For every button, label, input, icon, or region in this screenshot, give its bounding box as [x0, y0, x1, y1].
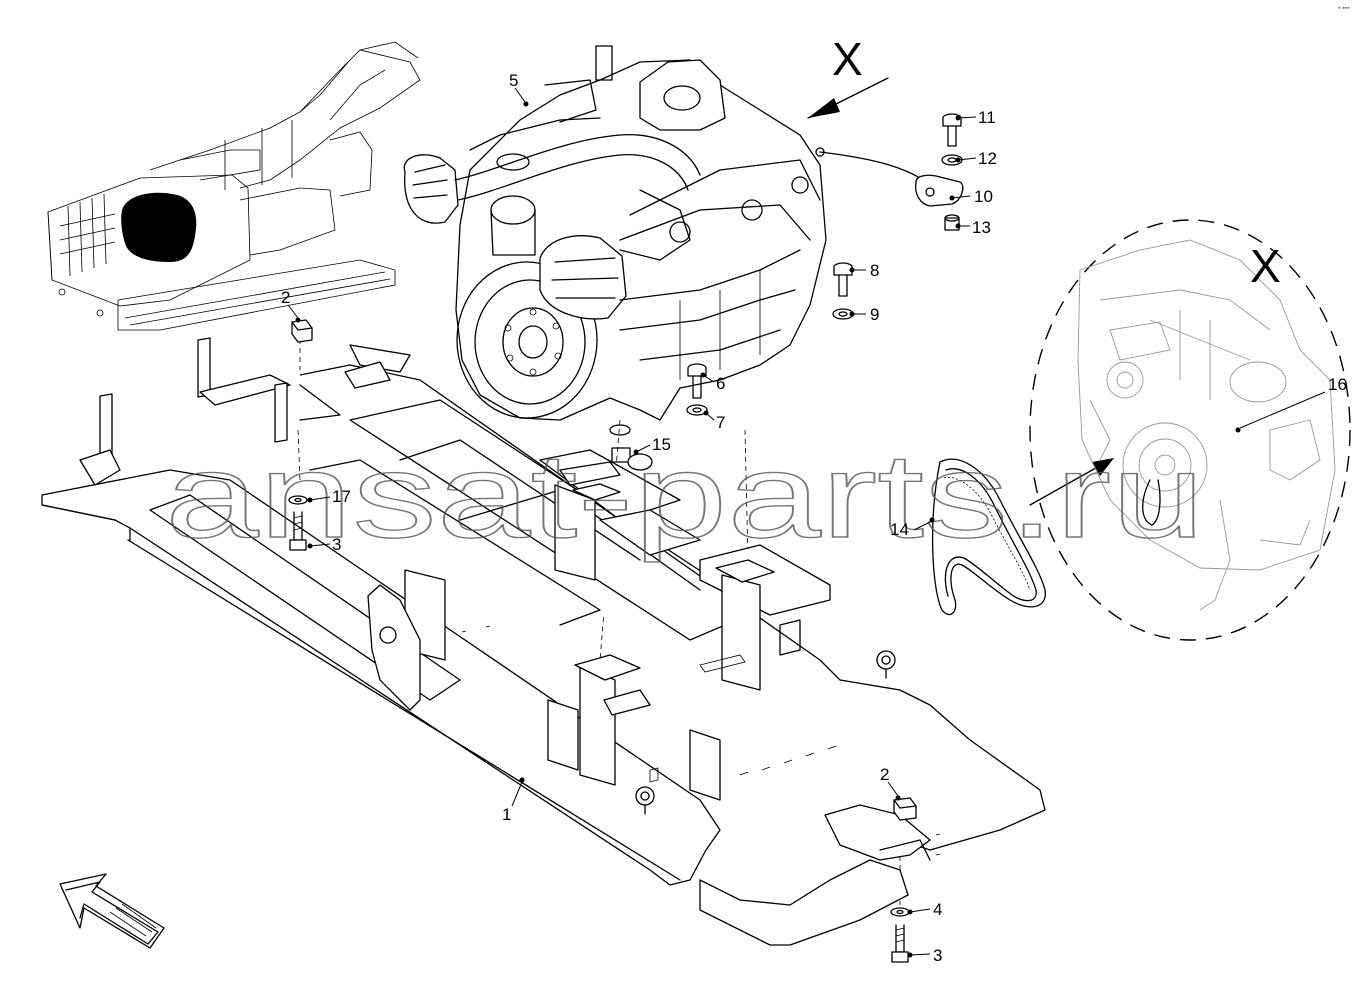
machine-overview-icon [47, 41, 421, 331]
callout-1: 1 [502, 805, 511, 824]
rubber-mount-2b-icon [893, 797, 917, 821]
view-arrow-head-icon [808, 98, 840, 118]
callout-16: 16 [1328, 375, 1347, 394]
callout-17: 17 [332, 487, 351, 506]
callout-13: 13 [972, 218, 991, 237]
washer-7-icon [686, 404, 708, 416]
watermark-text: ansat-parts.ru [165, 429, 1205, 563]
callout-3-top: 3 [332, 535, 341, 554]
frame-icon [41, 337, 1046, 946]
bolt-8-icon [833, 262, 853, 297]
spacer-13-icon [944, 214, 960, 231]
callout-2-bottom: 2 [880, 765, 889, 784]
callout-2-top: 2 [281, 288, 290, 307]
callout-3-bottom: 3 [933, 946, 942, 965]
callout-5: 5 [509, 71, 518, 90]
washer-17-icon [288, 495, 308, 505]
callout-leaders [287, 87, 1326, 958]
callout-14: 14 [890, 520, 909, 539]
detail-view-icon [1029, 219, 1351, 641]
callout-9: 9 [870, 305, 879, 324]
callout-11: 11 [978, 108, 996, 127]
callout-15: 15 [652, 435, 671, 454]
callout-6: 6 [716, 374, 725, 393]
view-marker-x-main: X [832, 33, 863, 85]
plate-10-icon [914, 174, 964, 207]
callout-8: 8 [870, 261, 879, 280]
callout-7: 7 [716, 413, 725, 432]
washer-4-icon [890, 907, 910, 917]
belt-icon [931, 458, 1046, 616]
engine-icon [403, 45, 921, 421]
callout-12: 12 [978, 149, 997, 168]
orientation-arrow-icon [59, 873, 165, 949]
washer-9-icon [832, 308, 854, 320]
callout-4: 4 [933, 900, 942, 919]
corner-mark: ▪ ▪▪▪ [1338, 5, 1350, 12]
view-marker-x-detail: X [1250, 240, 1281, 292]
bolt-3b-icon [891, 924, 909, 963]
bolt-3a-icon [289, 511, 307, 551]
callout-10: 10 [974, 187, 993, 206]
rubber-mount-2a-icon [291, 319, 313, 343]
detail-arrow-head-icon [1092, 458, 1114, 476]
